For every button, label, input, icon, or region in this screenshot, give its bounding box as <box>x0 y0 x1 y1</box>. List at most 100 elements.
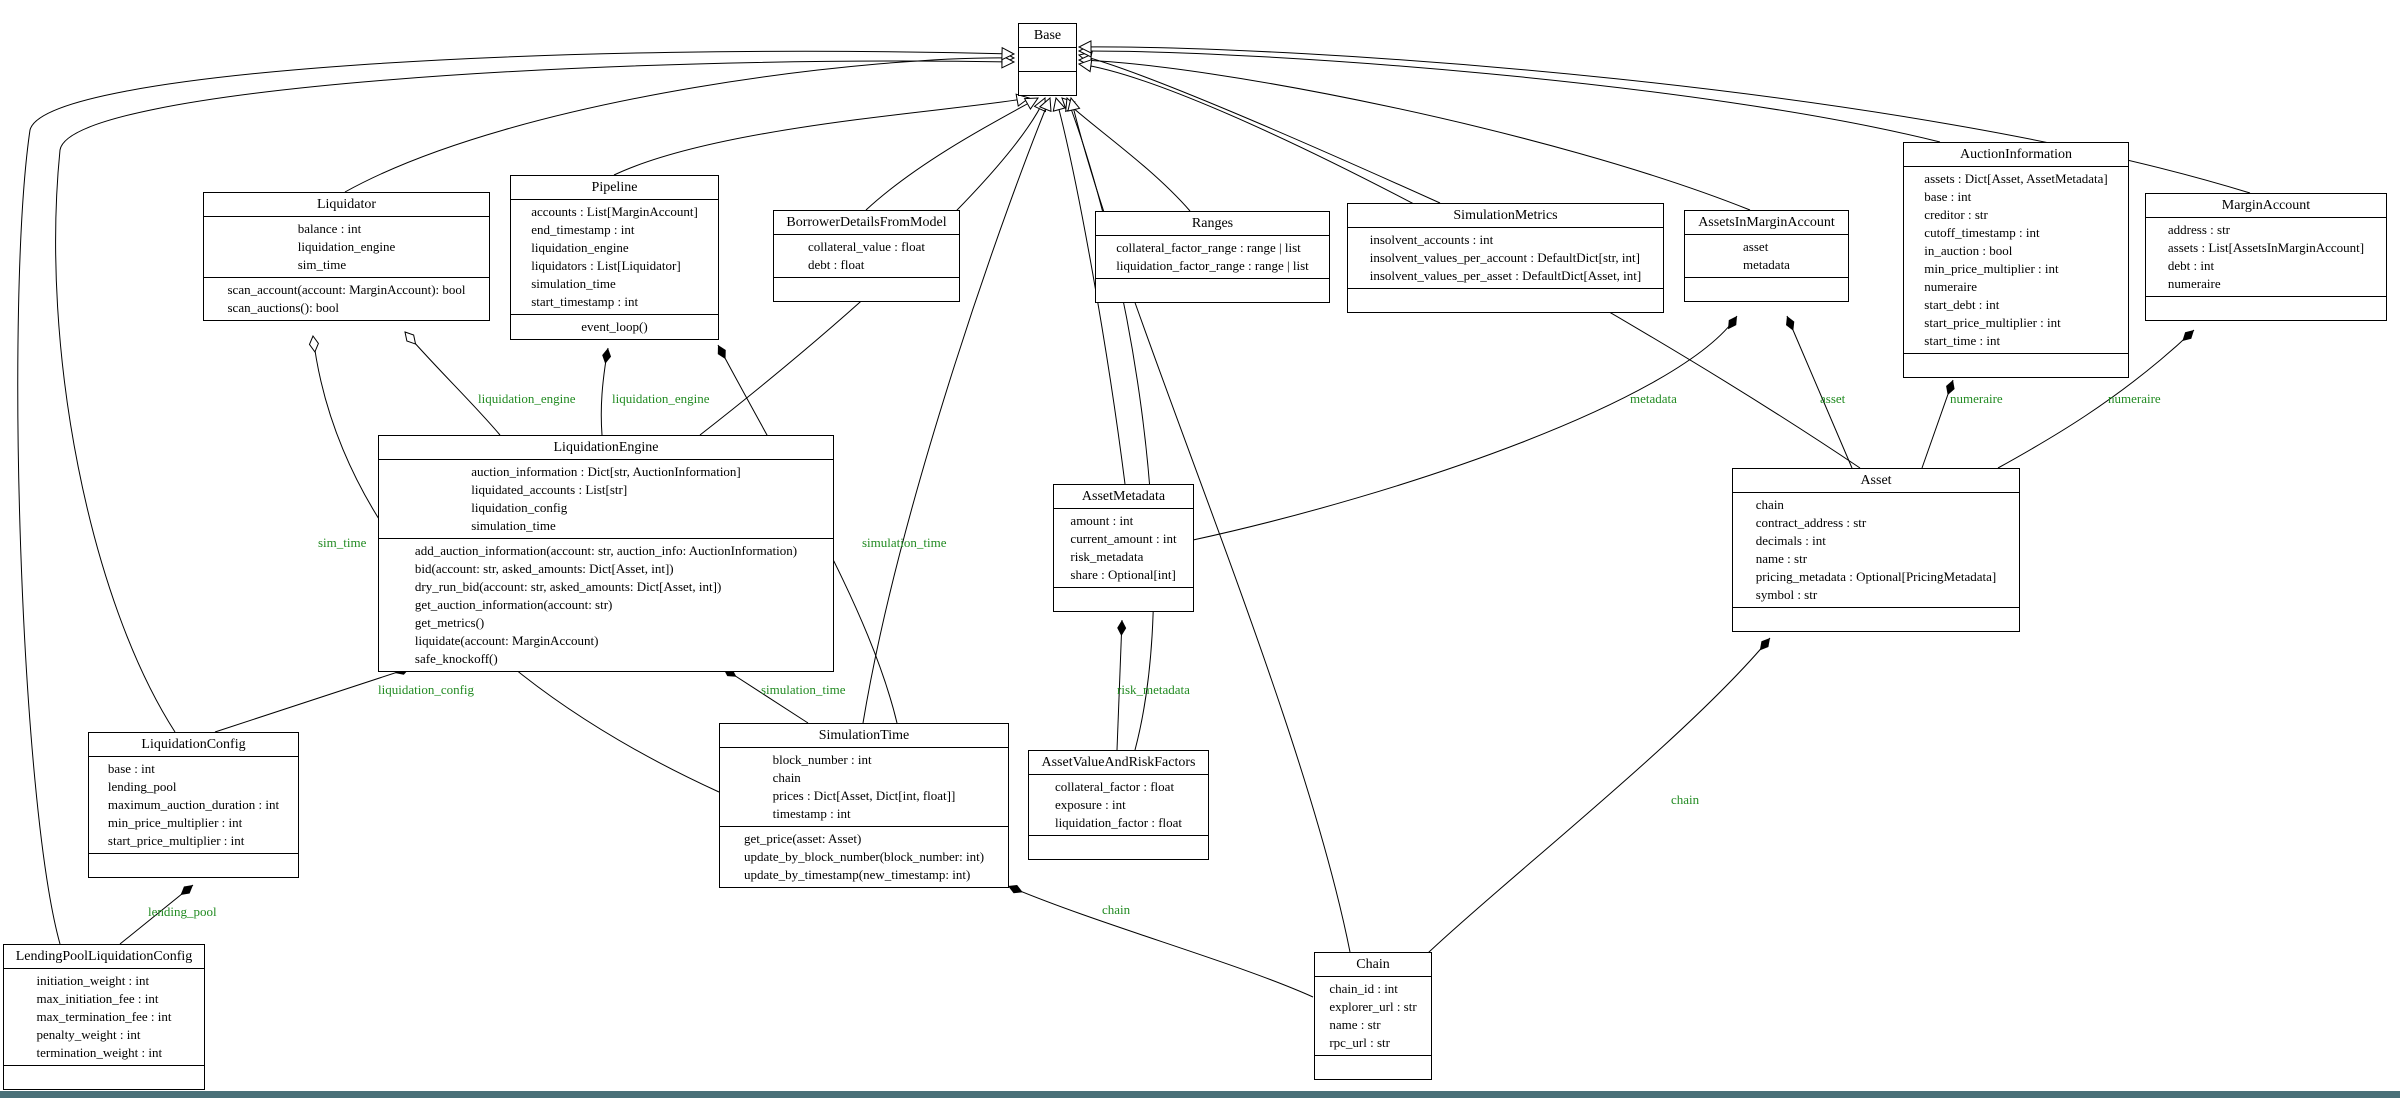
edge-assetsinmarginaccount-assetmetadata <box>1192 315 1738 541</box>
inheritance-assetsinmarginaccount-base <box>1077 53 1751 211</box>
member-line: accounts : List[MarginAccount] <box>531 204 698 219</box>
class-attributes: collateral_factor : float exposure : int l… <box>1029 774 1208 835</box>
class-title: LendingPoolLiquidationConfig <box>15 949 193 964</box>
edge-marginaccount-asset <box>1997 329 2195 469</box>
member-line: numeraire <box>1924 279 1977 294</box>
class-methods: event_loop() <box>511 314 718 339</box>
member-line: max_initiation_fee : int <box>36 991 159 1006</box>
member-line: collateral_factor : float <box>1054 779 1175 794</box>
member-line: dry_run_bid(account: str, asked_amounts:… <box>414 579 722 594</box>
member-line: update_by_block_number(block_number: int… <box>743 849 985 864</box>
inheritance-lendingpoolliquidationconfig-base <box>17 46 1016 945</box>
member-line: liquidation_config <box>471 500 568 515</box>
member-line: sim_time <box>297 257 347 272</box>
member-line: numeraire <box>2167 276 2221 291</box>
class-methods <box>1685 277 1848 301</box>
member-line: contract_address : str <box>1755 515 1867 530</box>
member-line: pricing_metadata : Optional[PricingMetad… <box>1755 569 1997 584</box>
member-line: min_price_multiplier : int <box>107 815 243 830</box>
inheritance-borrowerdetails-base <box>865 97 1039 211</box>
edge-auctioninformation-asset <box>1921 379 1955 469</box>
member-line: event_loop() <box>581 319 648 334</box>
member-line: start_debt : int <box>1924 297 2000 312</box>
member-line: liquidated_accounts : List[str] <box>471 482 628 497</box>
edge-liquidationengine-liquidationconfig <box>214 666 411 733</box>
class-methods <box>2146 296 2386 320</box>
member-line: prices : Dict[Asset, Dict[int, float]] <box>772 788 956 803</box>
class-methods: add_auction_information(account: str, au… <box>379 538 833 671</box>
edge-label-metadata: metadata <box>1630 391 1677 406</box>
edge-assetmetadata-assetvalueandriskfactors <box>1116 619 1127 751</box>
member-line: exposure : int <box>1054 797 1126 812</box>
class-title: SimulationMetrics <box>1453 208 1558 223</box>
member-line: in_auction : bool <box>1924 243 2013 258</box>
member-line: lending_pool <box>107 779 177 794</box>
inheritance-simulationtime-base <box>862 96 1052 724</box>
edge-label-risk-metadata: risk_metadata <box>1117 682 1190 697</box>
inheritance-pipeline-base <box>613 93 1031 176</box>
edge-label-liquidation-engine-2: liquidation_engine <box>612 391 710 406</box>
member-line: liquidation_factor : float <box>1054 815 1183 830</box>
member-line: scan_account(account: MarginAccount): bo… <box>227 282 466 297</box>
class-methods <box>1029 835 1208 859</box>
class-box-liquidationengine: LiquidationEngine auction_information : … <box>378 435 834 672</box>
class-methods <box>774 277 959 301</box>
member-line: min_price_multiplier : int <box>1924 261 2059 276</box>
class-title: AssetsInMarginAccount <box>1698 215 1835 230</box>
edge-label-numeraire-1: numeraire <box>1950 391 2003 406</box>
inheritance-ranges-base <box>1061 97 1191 212</box>
member-line: cutoff_timestamp : int <box>1924 225 2040 240</box>
member-line: balance : int <box>297 221 362 236</box>
class-methods: get_price(asset: Asset) update_by_block_n… <box>720 826 1008 887</box>
member-line: max_termination_fee : int <box>36 1009 172 1024</box>
class-box-base: Base <box>1018 23 1077 96</box>
class-methods <box>1733 607 2019 631</box>
class-methods <box>1315 1055 1431 1079</box>
member-line: base : int <box>107 761 155 776</box>
class-title: LiquidationEngine <box>553 440 659 455</box>
member-line: decimals : int <box>1755 533 1826 548</box>
member-line: start_price_multiplier : int <box>107 833 245 848</box>
class-attributes <box>1019 47 1076 71</box>
member-line: share : Optional[int] <box>1070 567 1176 582</box>
class-attributes: auction_information : Dict[str, AuctionI… <box>379 459 833 538</box>
class-title: Liquidator <box>316 197 377 212</box>
class-methods <box>1054 587 1193 611</box>
class-title: Base <box>1033 28 1062 43</box>
class-box-pipeline: Pipeline accounts : List[MarginAccount]e… <box>510 175 719 340</box>
class-title: Asset <box>1860 473 1892 488</box>
member-line: current_amount : int <box>1070 531 1177 546</box>
member-line: debt : int <box>2167 258 2215 273</box>
member-line: get_price(asset: Asset) <box>743 831 862 846</box>
edge-pipeline-liquidationengine <box>600 347 612 436</box>
member-line: explorer_url : str <box>1329 999 1417 1014</box>
member-line: assets : Dict[Asset, AssetMetadata] <box>1924 171 2108 186</box>
class-title: SimulationTime <box>818 728 910 743</box>
class-title: BorrowerDetailsFromModel <box>786 215 947 230</box>
inheritance-assetvalueandriskfactors-base <box>1065 96 1155 751</box>
edge-liquidationconfig-lendingpoolliquidationconfig <box>119 884 194 945</box>
member-line: get_metrics() <box>414 615 485 630</box>
member-line: bid(account: str, asked_amounts: Dict[As… <box>414 561 674 576</box>
member-line: name : str <box>1329 1017 1381 1032</box>
edge-label-chain-2: chain <box>1102 902 1131 917</box>
class-title: Ranges <box>1191 216 1234 231</box>
edge-label-simulation-time-2: simulation_time <box>761 682 846 697</box>
class-methods <box>1096 278 1329 302</box>
member-line: insolvent_values_per_account : DefaultDi… <box>1369 250 1640 265</box>
